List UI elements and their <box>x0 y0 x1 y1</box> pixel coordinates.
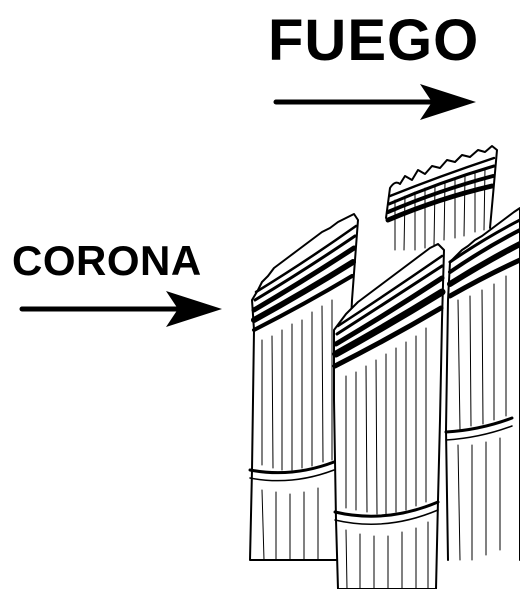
stalk-back-right <box>386 146 497 250</box>
stalk-right <box>446 208 520 560</box>
